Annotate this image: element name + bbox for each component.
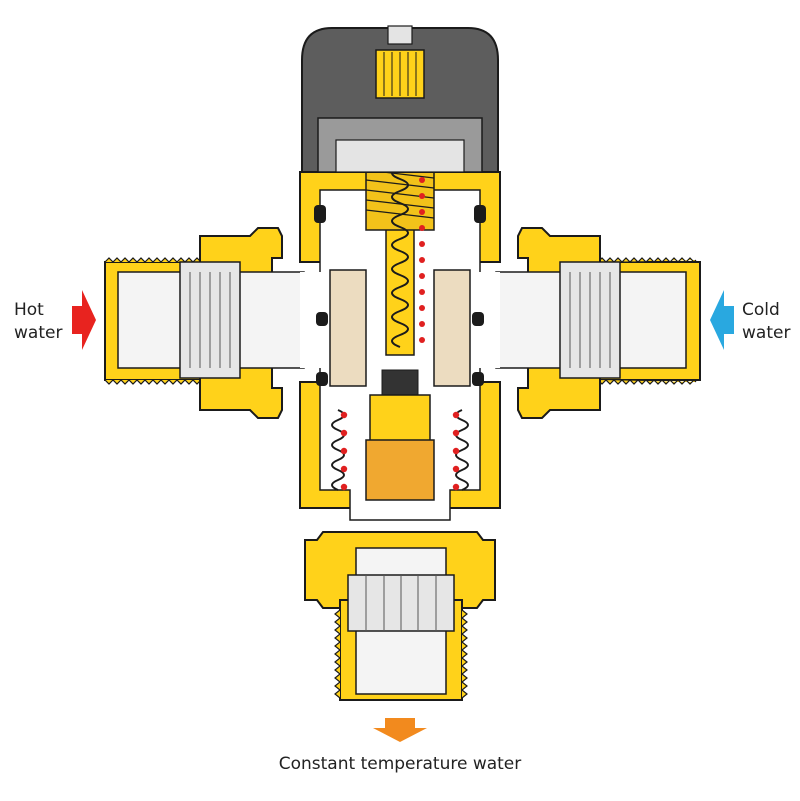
- cold-water-label-line1: Cold: [742, 300, 780, 320]
- hot-water-label-line2: water: [14, 323, 63, 343]
- upper-spring: [391, 154, 425, 348]
- outlet-label: Constant temperature water: [278, 754, 522, 774]
- hot-water-label: Hot water: [14, 299, 62, 345]
- control-knob: [301, 25, 499, 173]
- arrow-down-icon: [373, 718, 427, 742]
- arrow-right-icon: [72, 290, 96, 350]
- arrow-left-icon: [710, 290, 734, 350]
- outlet-fitting: [304, 531, 496, 701]
- hot-water-label-line1: Hot: [14, 300, 44, 320]
- cold-water-label-line2: water: [742, 323, 791, 343]
- cold-water-label: Cold water: [742, 299, 790, 345]
- cold-inlet-fitting: [495, 227, 701, 419]
- hot-inlet-fitting: [104, 227, 305, 419]
- lower-spring: [331, 409, 469, 491]
